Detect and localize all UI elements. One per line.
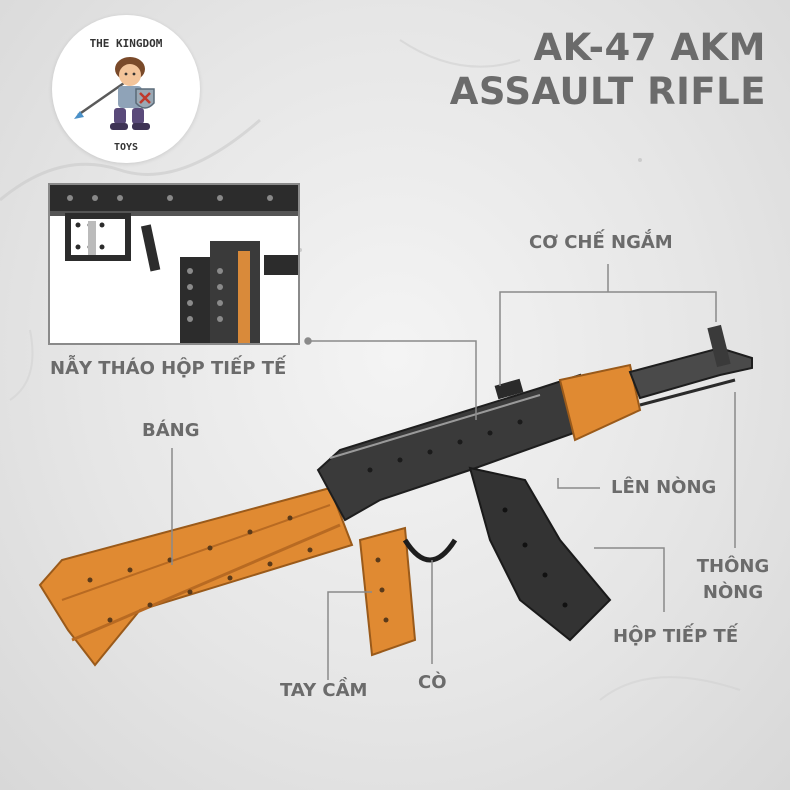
label-sight: CƠ CHẾ NGẮM xyxy=(529,232,673,253)
label-magazine: HỘP TIẾP TẾ xyxy=(613,626,739,647)
label-cleaning-rod-line-2: NÒNG xyxy=(702,582,764,603)
label-magazine-release: NẪY THÁO HỘP TIẾP TẾ xyxy=(50,358,287,379)
logo-bottom-text: TOYS xyxy=(113,142,139,153)
title-line-1: AK-47 AKM xyxy=(533,26,766,69)
brand-logo: THE KINGDOM TOYS xyxy=(52,15,200,163)
label-cleaning-rod-line-1: THÔNG xyxy=(696,556,770,577)
title-line-2: ASSAULT RIFLE xyxy=(449,70,766,113)
label-cleaning-rod: THÔNG NÒNG xyxy=(688,556,778,608)
label-grip: TAY CẦM xyxy=(280,680,368,701)
logo-top-text: THE KINGDOM xyxy=(89,37,163,50)
detail-inset-image xyxy=(48,183,300,345)
label-charging-handle: LÊN NÒNG xyxy=(611,477,717,498)
label-trigger: CÒ xyxy=(418,672,447,693)
label-stock: BÁNG xyxy=(142,420,200,441)
knight-mascot-icon xyxy=(74,57,155,130)
page-title: AK-47 AKM ASSAULT RIFLE xyxy=(450,26,766,114)
mechanism-detail-illustration xyxy=(50,185,298,343)
